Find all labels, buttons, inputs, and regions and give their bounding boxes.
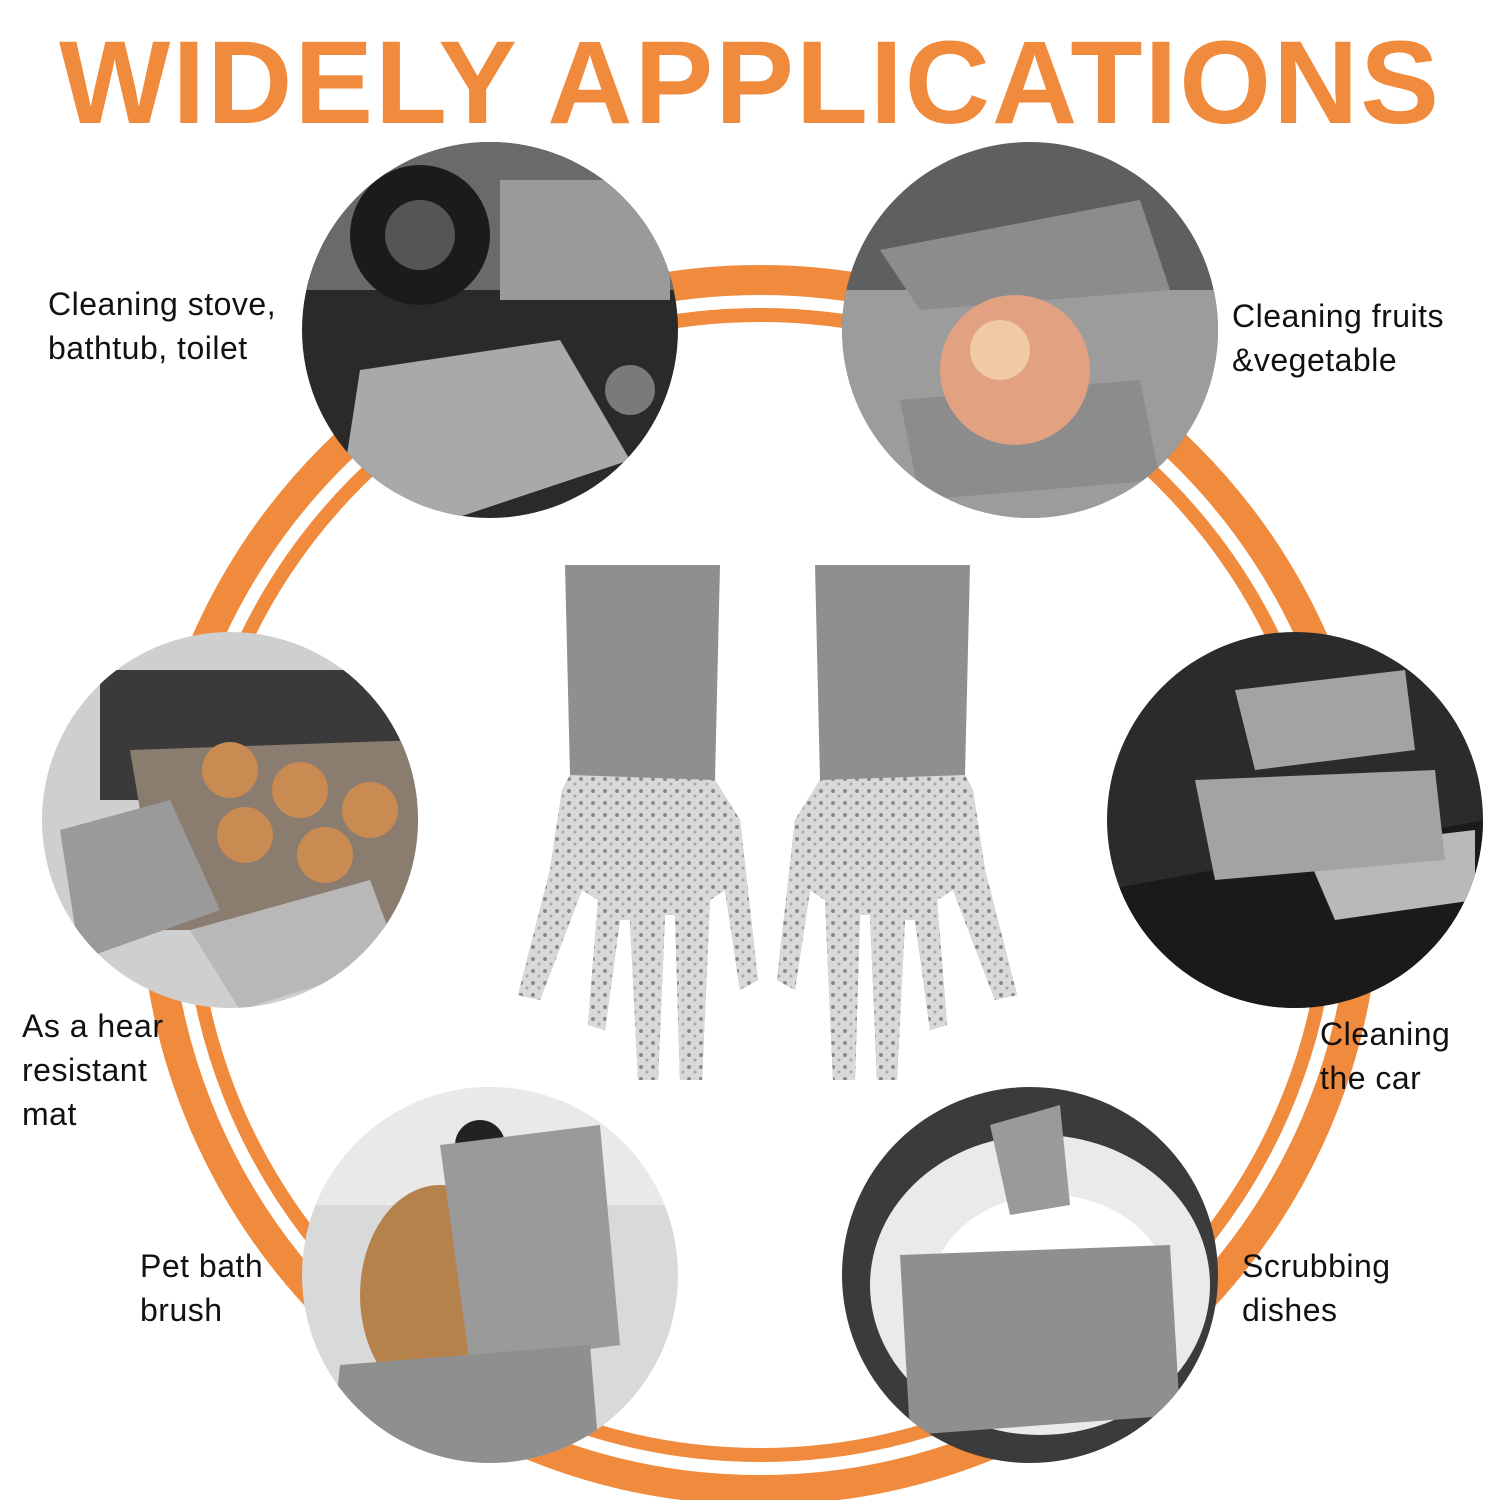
label-dishes: Scrubbing dishes [1242,1248,1391,1328]
glove-pair-image [518,565,1017,1080]
dish-scrubbing-photo [842,1087,1218,1463]
label-heat-mat: As a hear resistant mat [22,1008,164,1132]
label-car: Cleaning the car [1320,1016,1451,1096]
stove-cleaning-photo [302,142,678,518]
label-fruits: Cleaning fruits &vegetable [1232,298,1445,378]
pet-bath-photo [302,1087,678,1463]
car-cleaning-photo [1107,632,1483,1008]
page-title: WIDELY APPLICATIONS [58,17,1442,149]
fruit-cleaning-photo [842,142,1218,518]
label-pet: Pet bath brush [140,1248,264,1328]
label-stove: Cleaning stove, bathtub, toilet [48,286,277,366]
heat-mat-photo [42,632,418,1008]
right-glove-icon [777,565,1017,1080]
left-glove-icon [518,565,758,1080]
